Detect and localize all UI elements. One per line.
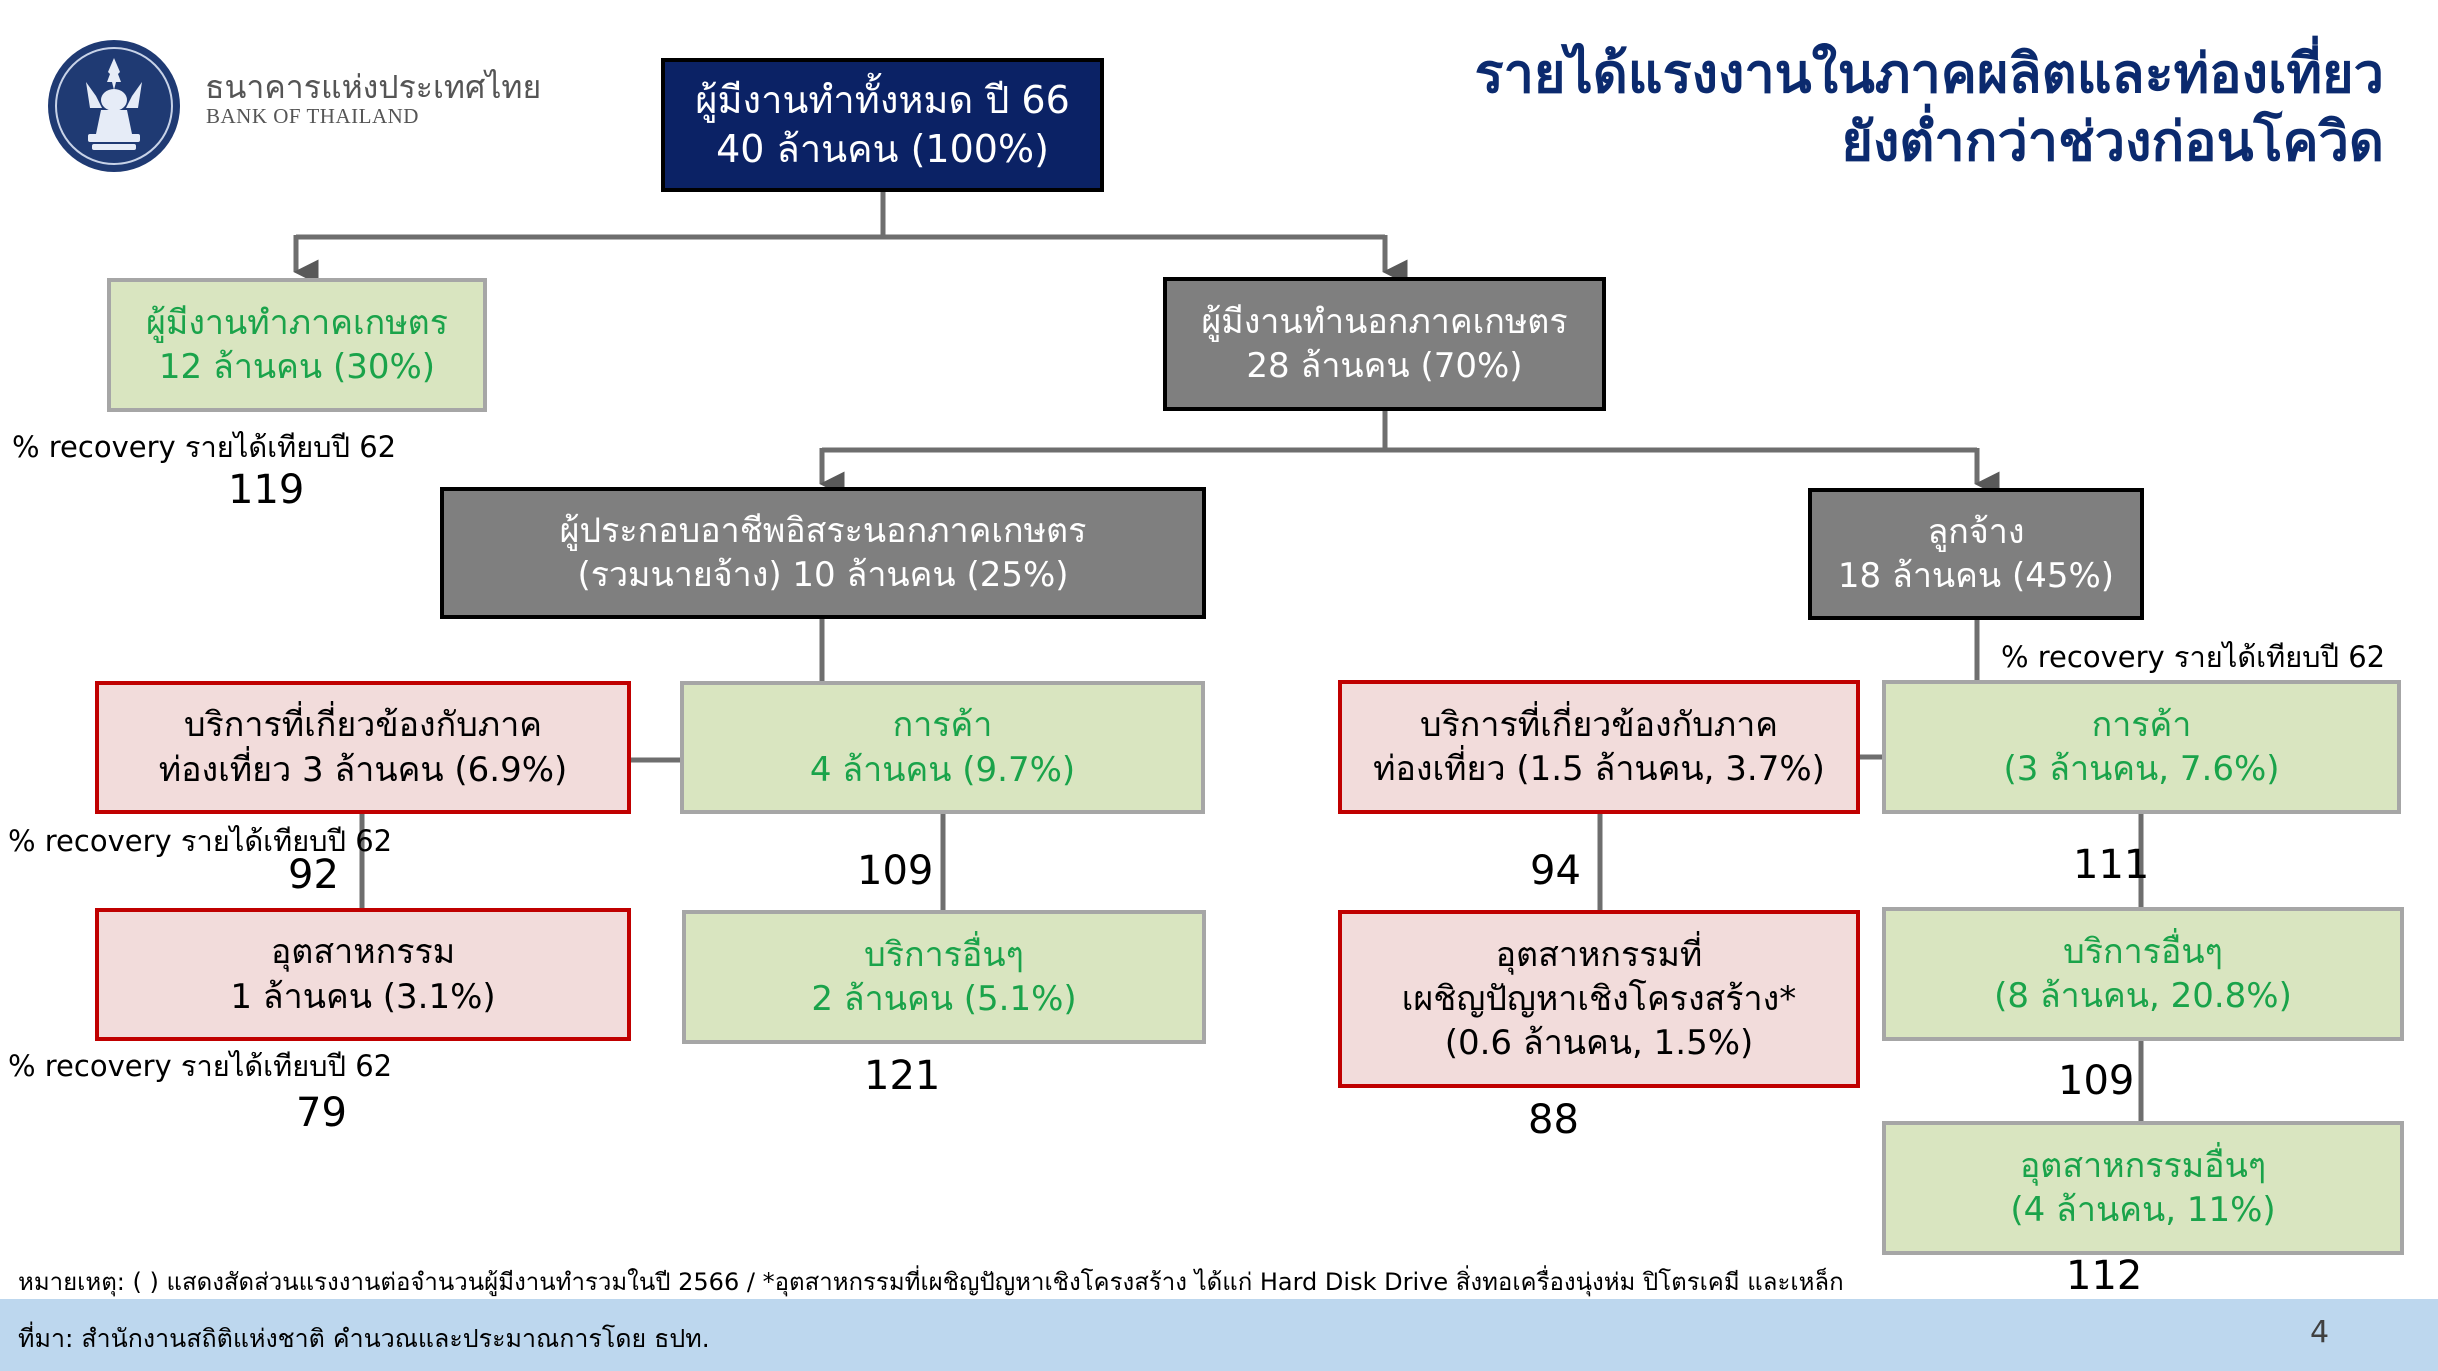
node-se-industry: อุตสาหกรรม 1 ล้านคน (3.1%) bbox=[95, 908, 631, 1041]
node-emp-tourism: บริการที่เกี่ยวข้องกับภาค ท่องเที่ยว (1.… bbox=[1338, 680, 1860, 814]
recovery-value-se-trade: 109 bbox=[857, 848, 934, 894]
source-note: ที่มา: สำนักงานสถิติแห่งชาติ คำนวณและประ… bbox=[18, 1324, 710, 1353]
recovery-value-se-tourism: 92 bbox=[288, 852, 339, 898]
node-employees-line-2: 18 ล้านคน (45%) bbox=[1837, 556, 2115, 596]
node-emp-structural-industry-line-1: อุตสาหกรรมที่ bbox=[1495, 934, 1703, 975]
node-total-employed: ผู้มีงานทำทั้งหมด ปี 66 40 ล้านคน (100%) bbox=[661, 58, 1104, 192]
node-emp-trade-line-1: การค้า bbox=[2091, 704, 2192, 745]
node-se-industry-line-1: อุตสาหกรรม bbox=[270, 932, 456, 973]
recovery-value-se-other-services: 121 bbox=[864, 1053, 941, 1099]
node-se-tourism-line-1: บริการที่เกี่ยวข้องกับภาค bbox=[183, 705, 543, 746]
page-title-line-2: ยังต่ำกว่าช่วงก่อนโควิด bbox=[1841, 109, 2384, 173]
footnote: หมายเหตุ: ( ) แสดงสัดส่วนแรงงานต่อจำนวนผ… bbox=[18, 1268, 1844, 1296]
node-self-employed: ผู้ประกอบอาชีพอิสระนอกภาคเกษตร (รวมนายจ้… bbox=[440, 487, 1206, 619]
node-self-employed-line-1: ผู้ประกอบอาชีพอิสระนอกภาคเกษตร bbox=[559, 510, 1087, 551]
recovery-value-emp-tourism: 94 bbox=[1530, 848, 1581, 894]
recovery-value-agriculture: 119 bbox=[228, 467, 305, 513]
bank-name-en: BANK OF THAILAND bbox=[206, 104, 419, 128]
node-emp-tourism-line-2: ท่องเที่ยว (1.5 ล้านคน, 3.7%) bbox=[1373, 749, 1825, 789]
node-emp-other-services-line-1: บริการอื่นๆ bbox=[2063, 931, 2223, 972]
page-title: รายได้แรงงานในภาคผลิตและท่องเที่ยว ยังต่… bbox=[1475, 40, 2384, 175]
node-se-tourism: บริการที่เกี่ยวข้องกับภาค ท่องเที่ยว 3 ล… bbox=[95, 681, 631, 814]
node-emp-structural-industry: อุตสาหกรรมที่ เผชิญปัญหาเชิงโครงสร้าง* (… bbox=[1338, 910, 1860, 1088]
node-total-employed-line-1: ผู้มีงานทำทั้งหมด ปี 66 bbox=[695, 77, 1070, 122]
node-emp-trade: การค้า (3 ล้านคน, 7.6%) bbox=[1882, 680, 2401, 814]
node-emp-other-services-line-2: (8 ล้านคน, 20.8%) bbox=[1994, 976, 2292, 1016]
node-se-other-services-line-2: 2 ล้านคน (5.1%) bbox=[811, 979, 1077, 1019]
node-se-trade: การค้า 4 ล้านคน (9.7%) bbox=[680, 681, 1205, 814]
recovery-label-se-industry: % recovery รายได้เทียบปี 62 bbox=[8, 1049, 393, 1083]
node-agriculture: ผู้มีงานทำภาคเกษตร 12 ล้านคน (30%) bbox=[107, 278, 487, 412]
node-non-agriculture-line-1: ผู้มีงานทำนอกภาคเกษตร bbox=[1201, 301, 1568, 342]
page-number: 4 bbox=[2310, 1315, 2330, 1350]
garuda-seal-icon bbox=[48, 40, 180, 172]
node-emp-structural-industry-line-3: (0.6 ล้านคน, 1.5%) bbox=[1444, 1023, 1754, 1064]
node-emp-tourism-line-1: บริการที่เกี่ยวข้องกับภาค bbox=[1419, 704, 1779, 745]
recovery-value-emp-other-services: 109 bbox=[2058, 1058, 2135, 1104]
recovery-label-agriculture: % recovery รายได้เทียบปี 62 bbox=[12, 430, 397, 464]
recovery-value-emp-trade: 111 bbox=[2073, 842, 2150, 888]
recovery-label-employees: % recovery รายได้เทียบปี 62 bbox=[2001, 640, 2386, 674]
recovery-value-emp-structural-industry: 88 bbox=[1528, 1097, 1579, 1143]
bank-logo bbox=[46, 38, 182, 174]
node-employees: ลูกจ้าง 18 ล้านคน (45%) bbox=[1808, 488, 2144, 620]
node-se-trade-line-1: การค้า bbox=[892, 705, 993, 746]
node-emp-other-industry-line-2: (4 ล้านคน, 11%) bbox=[2010, 1190, 2276, 1230]
node-se-industry-line-2: 1 ล้านคน (3.1%) bbox=[230, 976, 496, 1017]
node-agriculture-line-1: ผู้มีงานทำภาคเกษตร bbox=[146, 302, 448, 343]
node-total-employed-line-2: 40 ล้านคน (100%) bbox=[716, 127, 1049, 171]
recovery-value-emp-other-industry: 112 bbox=[2066, 1253, 2143, 1299]
recovery-label-se-tourism: % recovery รายได้เทียบปี 62 bbox=[8, 824, 393, 858]
node-emp-other-industry-line-1: อุตสาหกรรมอื่นๆ bbox=[2019, 1145, 2267, 1186]
node-emp-trade-line-2: (3 ล้านคน, 7.6%) bbox=[2003, 749, 2280, 789]
node-emp-other-services: บริการอื่นๆ (8 ล้านคน, 20.8%) bbox=[1882, 907, 2404, 1041]
node-non-agriculture-line-2: 28 ล้านคน (70%) bbox=[1246, 346, 1523, 386]
node-se-other-services: บริการอื่นๆ 2 ล้านคน (5.1%) bbox=[682, 910, 1206, 1044]
node-se-trade-line-2: 4 ล้านคน (9.7%) bbox=[809, 749, 1076, 790]
node-se-tourism-line-2: ท่องเที่ยว 3 ล้านคน (6.9%) bbox=[158, 749, 568, 790]
node-non-agriculture: ผู้มีงานทำนอกภาคเกษตร 28 ล้านคน (70%) bbox=[1163, 277, 1606, 411]
page-title-line-1: รายได้แรงงานในภาคผลิตและท่องเที่ยว bbox=[1474, 42, 2384, 105]
recovery-value-se-industry: 79 bbox=[296, 1090, 347, 1136]
node-agriculture-line-2: 12 ล้านคน (30%) bbox=[158, 347, 436, 387]
footer-bar: ที่มา: สำนักงานสถิติแห่งชาติ คำนวณและประ… bbox=[0, 1299, 2438, 1371]
node-self-employed-line-2: (รวมนายจ้าง) 10 ล้านคน (25%) bbox=[577, 555, 1069, 595]
bank-name-th: ธนาคารแห่งประเทศไทย bbox=[205, 68, 542, 106]
node-employees-line-1: ลูกจ้าง bbox=[1927, 511, 2025, 552]
node-emp-other-industry: อุตสาหกรรมอื่นๆ (4 ล้านคน, 11%) bbox=[1882, 1121, 2404, 1255]
node-se-other-services-line-1: บริการอื่นๆ bbox=[864, 934, 1024, 975]
node-emp-structural-industry-line-2: เผชิญปัญหาเชิงโครงสร้าง* bbox=[1401, 978, 1797, 1019]
